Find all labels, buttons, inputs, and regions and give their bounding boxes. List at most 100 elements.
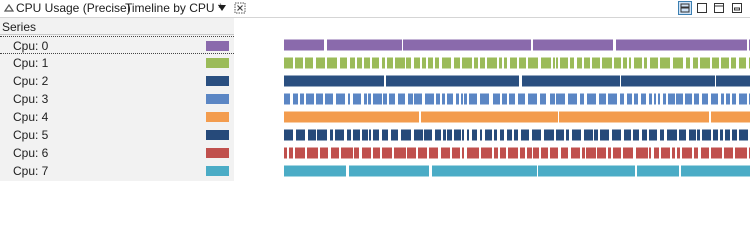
cpu-activity-bar[interactable]: [701, 147, 709, 159]
cpu-activity-bar[interactable]: [387, 57, 393, 69]
cpu-activity-bar[interactable]: [673, 57, 683, 69]
cpu-activity-bar[interactable]: [362, 129, 368, 141]
cpu-activity-bar[interactable]: [587, 93, 596, 105]
cpu-activity-bar[interactable]: [713, 129, 718, 141]
cpu-activity-bar[interactable]: [681, 165, 750, 177]
cpu-activity-bar[interactable]: [739, 57, 746, 69]
cpu-activity-bar[interactable]: [289, 147, 293, 159]
settings-icon[interactable]: [234, 2, 246, 14]
cpu-activity-bar[interactable]: [341, 147, 353, 159]
cpu-activity-bar[interactable]: [649, 93, 652, 105]
timeline-chart-svg[interactable]: [234, 18, 750, 181]
series-color-swatch[interactable]: [206, 94, 229, 104]
cpu-activity-bar[interactable]: [634, 93, 638, 105]
cpu-activity-bar[interactable]: [711, 93, 718, 105]
cpu-activity-bar[interactable]: [467, 129, 469, 141]
cpu-activity-bar[interactable]: [731, 57, 736, 69]
collapse-triangle-icon[interactable]: [3, 2, 15, 14]
cpu-activity-bar[interactable]: [550, 93, 555, 105]
cpu-activity-bar[interactable]: [623, 147, 633, 159]
cpu-activity-bar[interactable]: [284, 39, 324, 51]
cpu-activity-bar[interactable]: [504, 57, 507, 69]
cpu-activity-bar[interactable]: [336, 93, 345, 105]
cpu-activity-bar[interactable]: [421, 111, 558, 123]
cpu-activity-bar[interactable]: [443, 129, 446, 141]
cpu-activity-bar[interactable]: [454, 57, 460, 69]
cpu-activity-bar[interactable]: [428, 57, 433, 69]
cpu-activity-bar[interactable]: [700, 57, 710, 69]
cpu-activity-bar[interactable]: [602, 57, 612, 69]
cpu-activity-bar[interactable]: [414, 57, 420, 69]
preset-selector[interactable]: Timeline by CPU *: [125, 1, 223, 15]
cpu-activity-bar[interactable]: [721, 57, 729, 69]
cpu-activity-bar[interactable]: [474, 57, 478, 69]
cpu-activity-bar[interactable]: [636, 147, 648, 159]
cpu-activity-bar[interactable]: [467, 147, 479, 159]
cpu-activity-bar[interactable]: [284, 93, 290, 105]
cpu-activity-bar[interactable]: [721, 93, 724, 105]
cpu-activity-bar[interactable]: [634, 57, 642, 69]
series-row-cpu-2[interactable]: Cpu: 2: [0, 72, 234, 90]
cpu-activity-bar[interactable]: [284, 129, 293, 141]
cpu-activity-bar[interactable]: [521, 129, 529, 141]
cpu-activity-bar[interactable]: [500, 147, 506, 159]
cpu-activity-bar[interactable]: [494, 129, 497, 141]
series-row-cpu-7[interactable]: Cpu: 7: [0, 162, 234, 180]
series-row-cpu-1[interactable]: Cpu: 1: [0, 54, 234, 72]
graph-and-table-view-icon[interactable]: [678, 1, 692, 15]
cpu-activity-bar[interactable]: [528, 93, 537, 105]
series-color-swatch[interactable]: [206, 41, 229, 51]
cpu-activity-bar[interactable]: [599, 93, 606, 105]
cpu-activity-bar[interactable]: [480, 57, 485, 69]
cpu-activity-bar[interactable]: [305, 57, 313, 69]
cpu-activity-bar[interactable]: [732, 129, 737, 141]
cpu-activity-bar[interactable]: [720, 129, 723, 141]
cpu-activity-bar[interactable]: [348, 93, 350, 105]
cpu-activity-bar[interactable]: [331, 147, 339, 159]
cpu-activity-bar[interactable]: [584, 129, 593, 141]
cpu-activity-bar[interactable]: [660, 57, 670, 69]
graph-only-view-icon[interactable]: [695, 1, 709, 15]
cpu-activity-bar[interactable]: [566, 129, 569, 141]
cpu-activity-bar[interactable]: [320, 147, 328, 159]
cpu-activity-bar[interactable]: [510, 57, 517, 69]
cpu-activity-bar[interactable]: [354, 147, 359, 159]
cpu-activity-bar[interactable]: [357, 57, 362, 69]
cpu-activity-bar[interactable]: [502, 93, 507, 105]
cpu-activity-bar[interactable]: [493, 93, 500, 105]
cpu-activity-bar[interactable]: [677, 147, 680, 159]
cpu-activity-bar[interactable]: [485, 129, 492, 141]
cpu-activity-bar[interactable]: [349, 165, 429, 177]
cpu-activity-bar[interactable]: [532, 129, 541, 141]
timeline-chart[interactable]: [234, 18, 750, 181]
cpu-activity-bar[interactable]: [391, 129, 398, 141]
cpu-activity-bar[interactable]: [556, 57, 558, 69]
cpu-activity-bar[interactable]: [620, 93, 624, 105]
cpu-activity-bar[interactable]: [702, 93, 708, 105]
cpu-activity-bar[interactable]: [679, 129, 686, 141]
cpu-activity-bar[interactable]: [518, 93, 525, 105]
cpu-activity-bar[interactable]: [556, 129, 564, 141]
cpu-activity-bar[interactable]: [364, 57, 370, 69]
series-color-swatch[interactable]: [206, 166, 229, 176]
cpu-activity-bar[interactable]: [382, 57, 385, 69]
cpu-activity-bar[interactable]: [296, 129, 305, 141]
cpu-activity-bar[interactable]: [429, 147, 438, 159]
cpu-activity-bar[interactable]: [295, 57, 303, 69]
cpu-activity-bar[interactable]: [300, 93, 304, 105]
cpu-activity-bar[interactable]: [462, 147, 464, 159]
cpu-activity-bar[interactable]: [500, 129, 504, 141]
cpu-activity-bar[interactable]: [424, 129, 432, 141]
cpu-activity-bar[interactable]: [472, 129, 477, 141]
cpu-activity-bar[interactable]: [422, 57, 426, 69]
cpu-activity-bar[interactable]: [642, 129, 647, 141]
cpu-activity-bar[interactable]: [627, 93, 632, 105]
cpu-activity-bar[interactable]: [592, 57, 600, 69]
cpu-activity-bar[interactable]: [398, 93, 405, 105]
cpu-activity-bar[interactable]: [373, 93, 382, 105]
cpu-activity-bar[interactable]: [685, 93, 692, 105]
cpu-activity-bar[interactable]: [644, 57, 647, 69]
cpu-activity-bar[interactable]: [418, 147, 427, 159]
cpu-activity-bar[interactable]: [308, 129, 316, 141]
series-row-cpu-3[interactable]: Cpu: 3: [0, 90, 234, 108]
